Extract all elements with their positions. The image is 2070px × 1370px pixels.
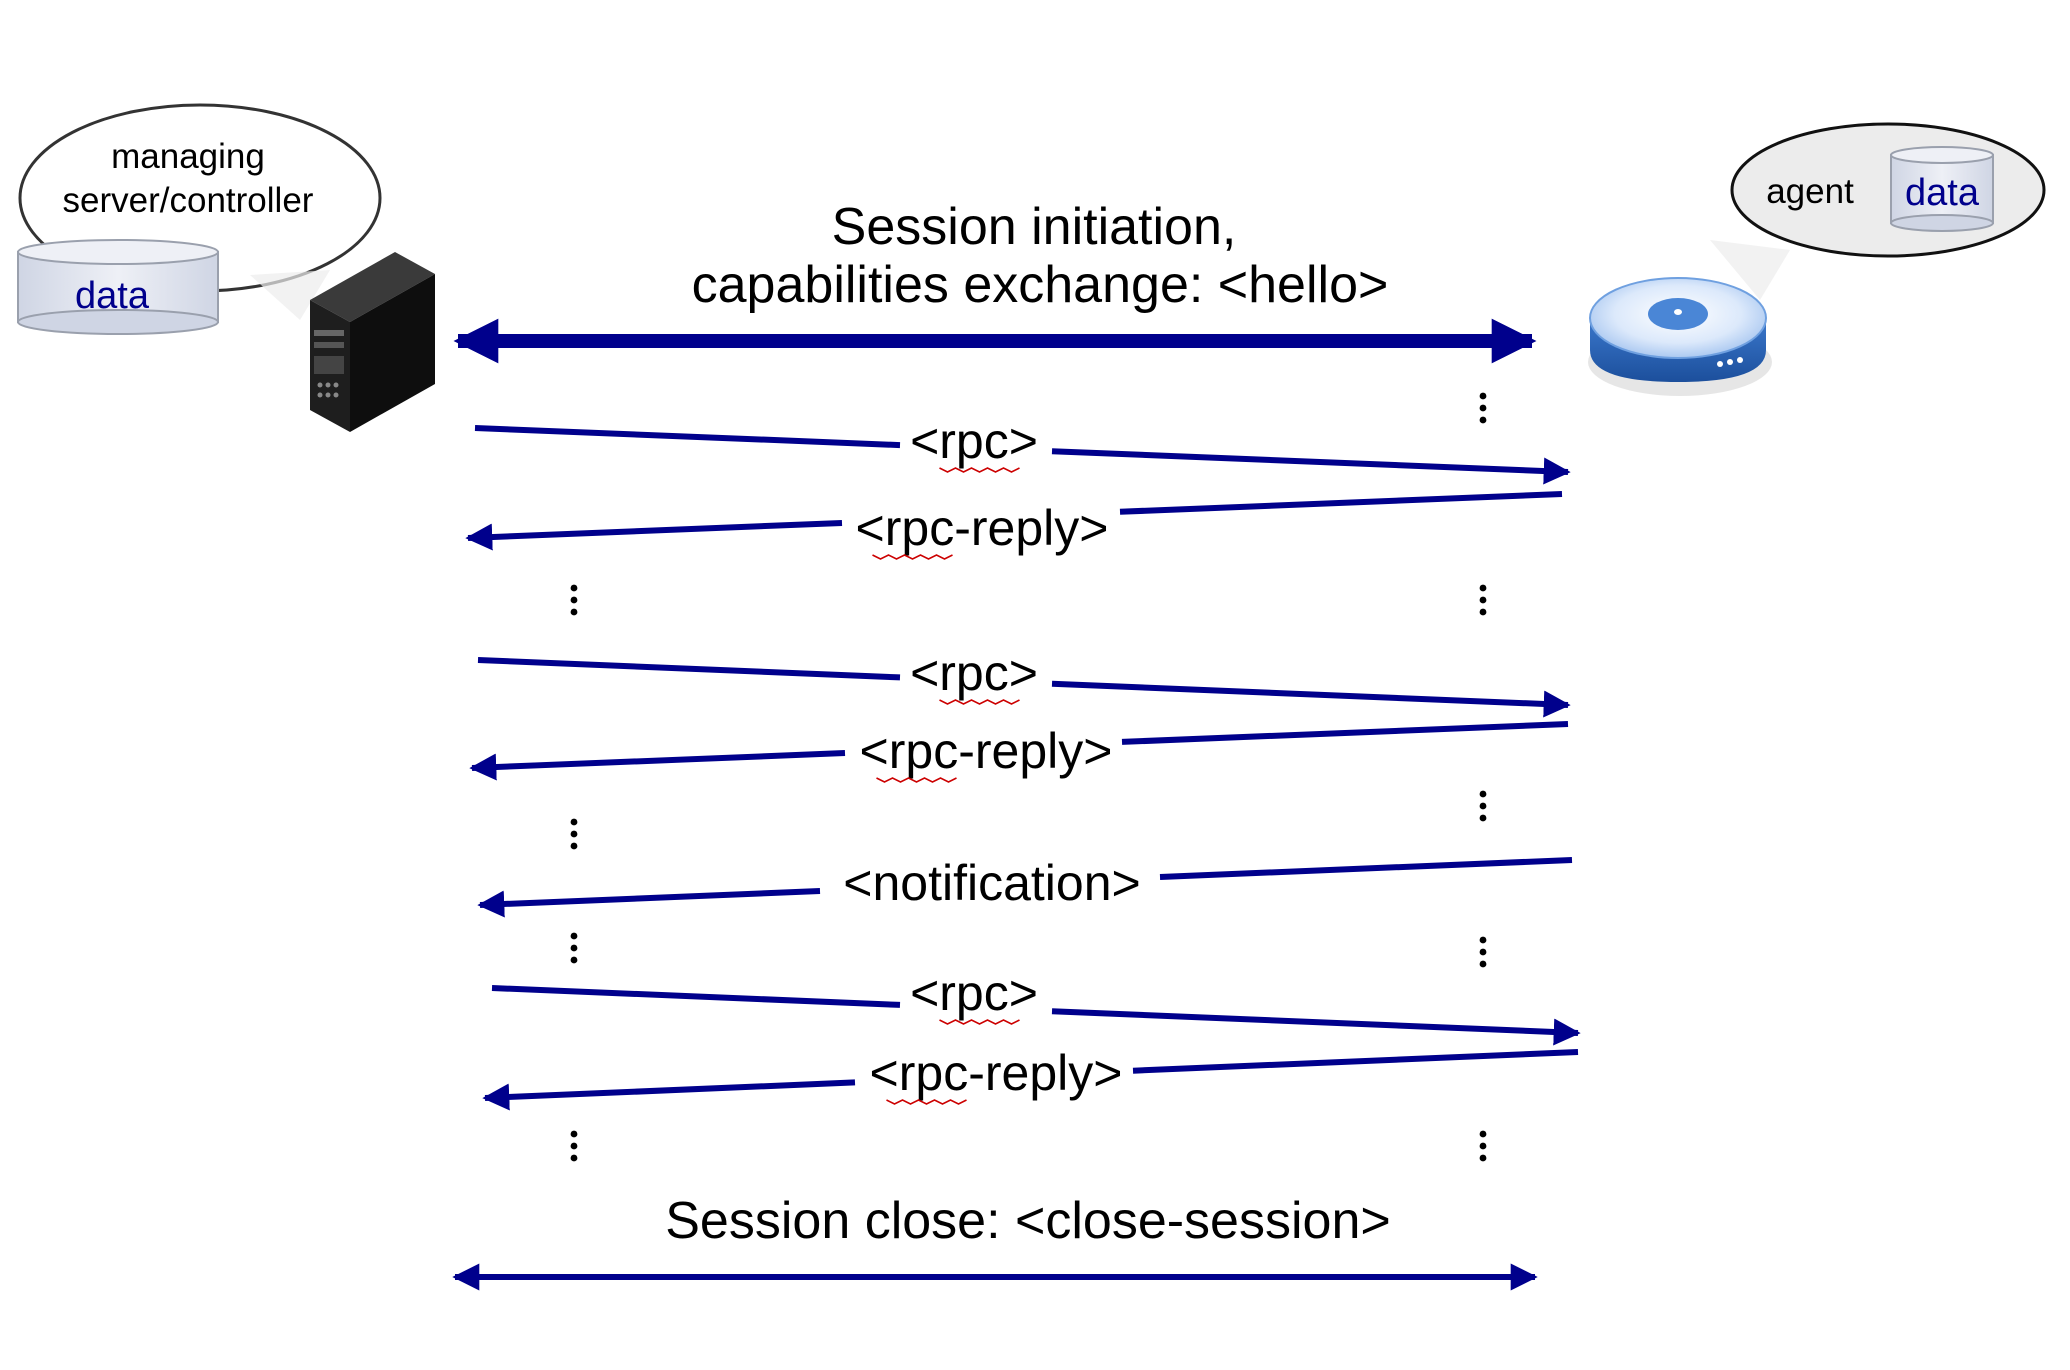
ellipsis-marker bbox=[570, 932, 578, 964]
ellipsis-dot bbox=[1479, 608, 1487, 616]
agent-label: agent bbox=[1766, 172, 1854, 211]
message-label: <rpc-reply> bbox=[860, 723, 1113, 779]
message-arrow-line bbox=[477, 657, 901, 681]
manager-label-line2: server/controller bbox=[63, 181, 314, 220]
ellipsis-dot bbox=[1479, 392, 1487, 400]
message-4: <rpc-reply> bbox=[469, 721, 1569, 783]
message-label: <rpc-reply> bbox=[870, 1045, 1123, 1101]
message-arrow-head-line bbox=[1051, 680, 1571, 718]
ellipsis-marker bbox=[1479, 584, 1487, 616]
agent-data-cylinder: data bbox=[1890, 146, 1994, 232]
message-5: <notification> bbox=[477, 855, 1573, 918]
ellipsis-dot bbox=[1479, 584, 1487, 592]
message-arrow-head-line bbox=[477, 887, 821, 918]
manager-label-line1: managing bbox=[111, 137, 265, 176]
server-tower-icon bbox=[310, 252, 435, 432]
ellipsis-dot bbox=[1479, 1142, 1487, 1150]
manager-bubble-tail bbox=[250, 270, 330, 320]
spellcheck-squiggle bbox=[876, 777, 957, 783]
ellipsis-dot bbox=[1479, 936, 1487, 944]
spellcheck-squiggle bbox=[939, 467, 1020, 473]
ellipsis-marker bbox=[570, 584, 578, 616]
agent-callout: agent data bbox=[1710, 122, 2046, 300]
message-arrow-line bbox=[474, 425, 901, 449]
ellipsis-marker bbox=[570, 1130, 578, 1162]
ellipsis-dot bbox=[1479, 948, 1487, 956]
message-arrow-head-line bbox=[482, 1079, 856, 1111]
agent-data-label: data bbox=[1905, 172, 1980, 214]
message-2: <rpc-reply> bbox=[465, 491, 1563, 560]
spellcheck-squiggle bbox=[939, 1019, 1020, 1025]
ellipsis-dot bbox=[570, 1130, 578, 1138]
ellipsis-dot bbox=[570, 842, 578, 850]
ellipsis-dot bbox=[1479, 802, 1487, 810]
ellipsis-dot bbox=[570, 1154, 578, 1162]
message-arrow-head-line bbox=[1051, 1008, 1581, 1046]
session-init-line1: Session initiation, bbox=[832, 198, 1237, 256]
ellipsis-marker bbox=[1479, 790, 1487, 822]
spellcheck-squiggle bbox=[939, 699, 1020, 705]
manager-data-cylinder: data bbox=[17, 239, 219, 335]
agent-bubble-tail bbox=[1710, 240, 1790, 300]
ellipsis-dot bbox=[1479, 1154, 1487, 1162]
ellipsis-marker bbox=[1479, 392, 1487, 424]
ellipsis-dot bbox=[570, 932, 578, 940]
message-arrow-head-line bbox=[465, 519, 843, 551]
ellipsis-dot bbox=[570, 944, 578, 952]
message-6: <rpc> bbox=[491, 965, 1581, 1046]
router-device-icon bbox=[1588, 277, 1772, 396]
ellipsis-dot bbox=[570, 1142, 578, 1150]
message-label: <notification> bbox=[843, 855, 1140, 911]
ellipsis-dot bbox=[1479, 404, 1487, 412]
message-arrows: <rpc> <rpc-reply> <rpc> <rpc-reply> <notific… bbox=[465, 413, 1581, 1111]
ellipsis-dot bbox=[1479, 814, 1487, 822]
message-arrow-line bbox=[1119, 491, 1563, 515]
message-arrow-head-line bbox=[469, 750, 846, 781]
timeline-ellipsis bbox=[570, 392, 1487, 1162]
message-arrow-line bbox=[1121, 721, 1569, 745]
ellipsis-dot bbox=[570, 584, 578, 592]
message-1: <rpc> bbox=[474, 413, 1571, 485]
message-arrow-line bbox=[491, 985, 901, 1008]
message-arrow-line bbox=[1132, 1049, 1579, 1074]
message-arrow-line bbox=[1159, 857, 1573, 880]
message-label: <rpc> bbox=[910, 413, 1038, 469]
spellcheck-squiggle bbox=[886, 1099, 967, 1105]
ellipsis-dot bbox=[1479, 596, 1487, 604]
message-arrow-head-line bbox=[1051, 448, 1571, 485]
session-init-line2: capabilities exchange: <hello> bbox=[692, 256, 1389, 314]
manager-data-label: data bbox=[75, 275, 150, 317]
manager-callout: managing server/controller data bbox=[17, 103, 382, 335]
ellipsis-dot bbox=[1479, 960, 1487, 968]
ellipsis-dot bbox=[570, 596, 578, 604]
message-label: <rpc> bbox=[910, 645, 1038, 701]
message-label: <rpc> bbox=[910, 965, 1038, 1021]
ellipsis-dot bbox=[1479, 790, 1487, 798]
session-close-label: Session close: <close-session> bbox=[665, 1192, 1391, 1250]
ellipsis-dot bbox=[570, 608, 578, 616]
ellipsis-dot bbox=[570, 956, 578, 964]
ellipsis-dot bbox=[570, 830, 578, 838]
ellipsis-dot bbox=[1479, 416, 1487, 424]
message-3: <rpc> bbox=[477, 645, 1571, 718]
ellipsis-dot bbox=[570, 818, 578, 826]
message-7: <rpc-reply> bbox=[482, 1045, 1579, 1111]
ellipsis-dot bbox=[1479, 1130, 1487, 1138]
message-label: <rpc-reply> bbox=[856, 500, 1109, 556]
ellipsis-marker bbox=[1479, 936, 1487, 968]
ellipsis-marker bbox=[570, 818, 578, 850]
ellipsis-marker bbox=[1479, 1130, 1487, 1162]
spellcheck-squiggle bbox=[872, 554, 953, 560]
